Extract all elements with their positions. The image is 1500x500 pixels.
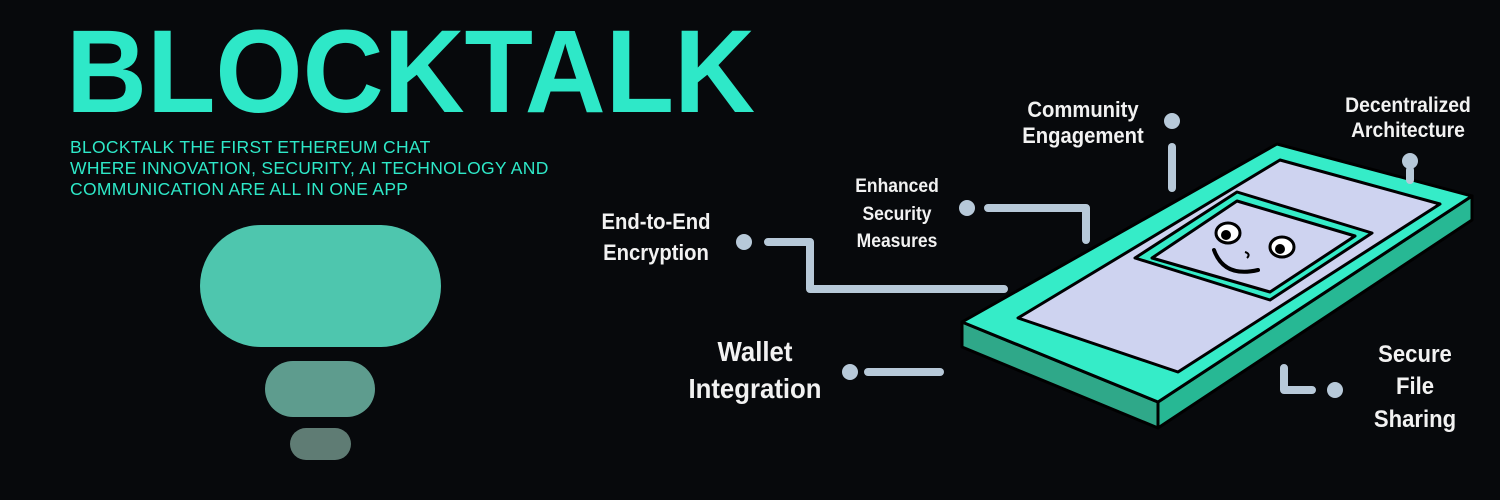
feature-label-line: Integration	[688, 372, 822, 404]
logo-pill-large	[200, 225, 441, 347]
feature-wallet-integration: Wallet Integration	[677, 334, 833, 408]
feature-label-line: Decentralized	[1345, 94, 1471, 117]
feature-label-line: Sharing	[1373, 405, 1457, 433]
connector-dot-wallet	[842, 364, 858, 380]
connector-dot-sharing	[1327, 382, 1343, 398]
feature-end-to-end-encryption: End-to-End Encryption	[595, 207, 716, 269]
connector-dot-decentralized	[1402, 153, 1418, 169]
connector-dot-community	[1164, 113, 1180, 129]
feature-community-engagement: Community Engagement	[1019, 97, 1148, 150]
feature-label-line: Measures	[856, 231, 938, 253]
feature-label-line: Architecture	[1351, 119, 1465, 143]
feature-label-line: Community	[1027, 97, 1139, 122]
feature-secure-file-sharing: Secure File Sharing	[1364, 339, 1465, 436]
connector-sharing	[1280, 364, 1316, 394]
feature-decentralized-architecture: Decentralized Architecture	[1334, 93, 1481, 143]
logo-pill-small	[290, 428, 351, 460]
tagline-line-2: WHERE INNOVATION, SECURITY, AI TECHNOLOG…	[70, 158, 549, 178]
feature-label-line: Encryption	[603, 239, 709, 265]
feature-enhanced-security: Enhanced Security Measures	[843, 173, 952, 256]
smiley-face-icon	[1212, 221, 1296, 274]
connector-enhanced	[984, 204, 1090, 244]
feature-label-line: End-to-End	[601, 209, 711, 234]
feature-label-line: Security	[862, 203, 932, 225]
tagline-line-3: COMMUNICATION ARE ALL IN ONE APP	[70, 179, 409, 199]
feature-label-line: Engagement	[1022, 123, 1144, 149]
connector-dot-enhanced	[959, 200, 975, 216]
connector-dot-e2e	[736, 234, 752, 250]
connector-e2e	[764, 238, 1008, 293]
feature-label-line: Enhanced	[855, 176, 939, 197]
feature-label-line: Secure	[1378, 341, 1452, 368]
tagline: BLOCKTALK THE FIRST ETHEREUM CHAT WHERE …	[70, 137, 630, 200]
brand-title: BLOCKTALK	[66, 6, 756, 138]
logo-pill-medium	[265, 361, 375, 417]
display-inner	[1150, 199, 1357, 294]
feature-label-line: Wallet	[717, 336, 793, 367]
feature-label-line: File	[1395, 373, 1435, 401]
tagline-line-1: BLOCKTALK THE FIRST ETHEREUM CHAT	[70, 137, 431, 157]
